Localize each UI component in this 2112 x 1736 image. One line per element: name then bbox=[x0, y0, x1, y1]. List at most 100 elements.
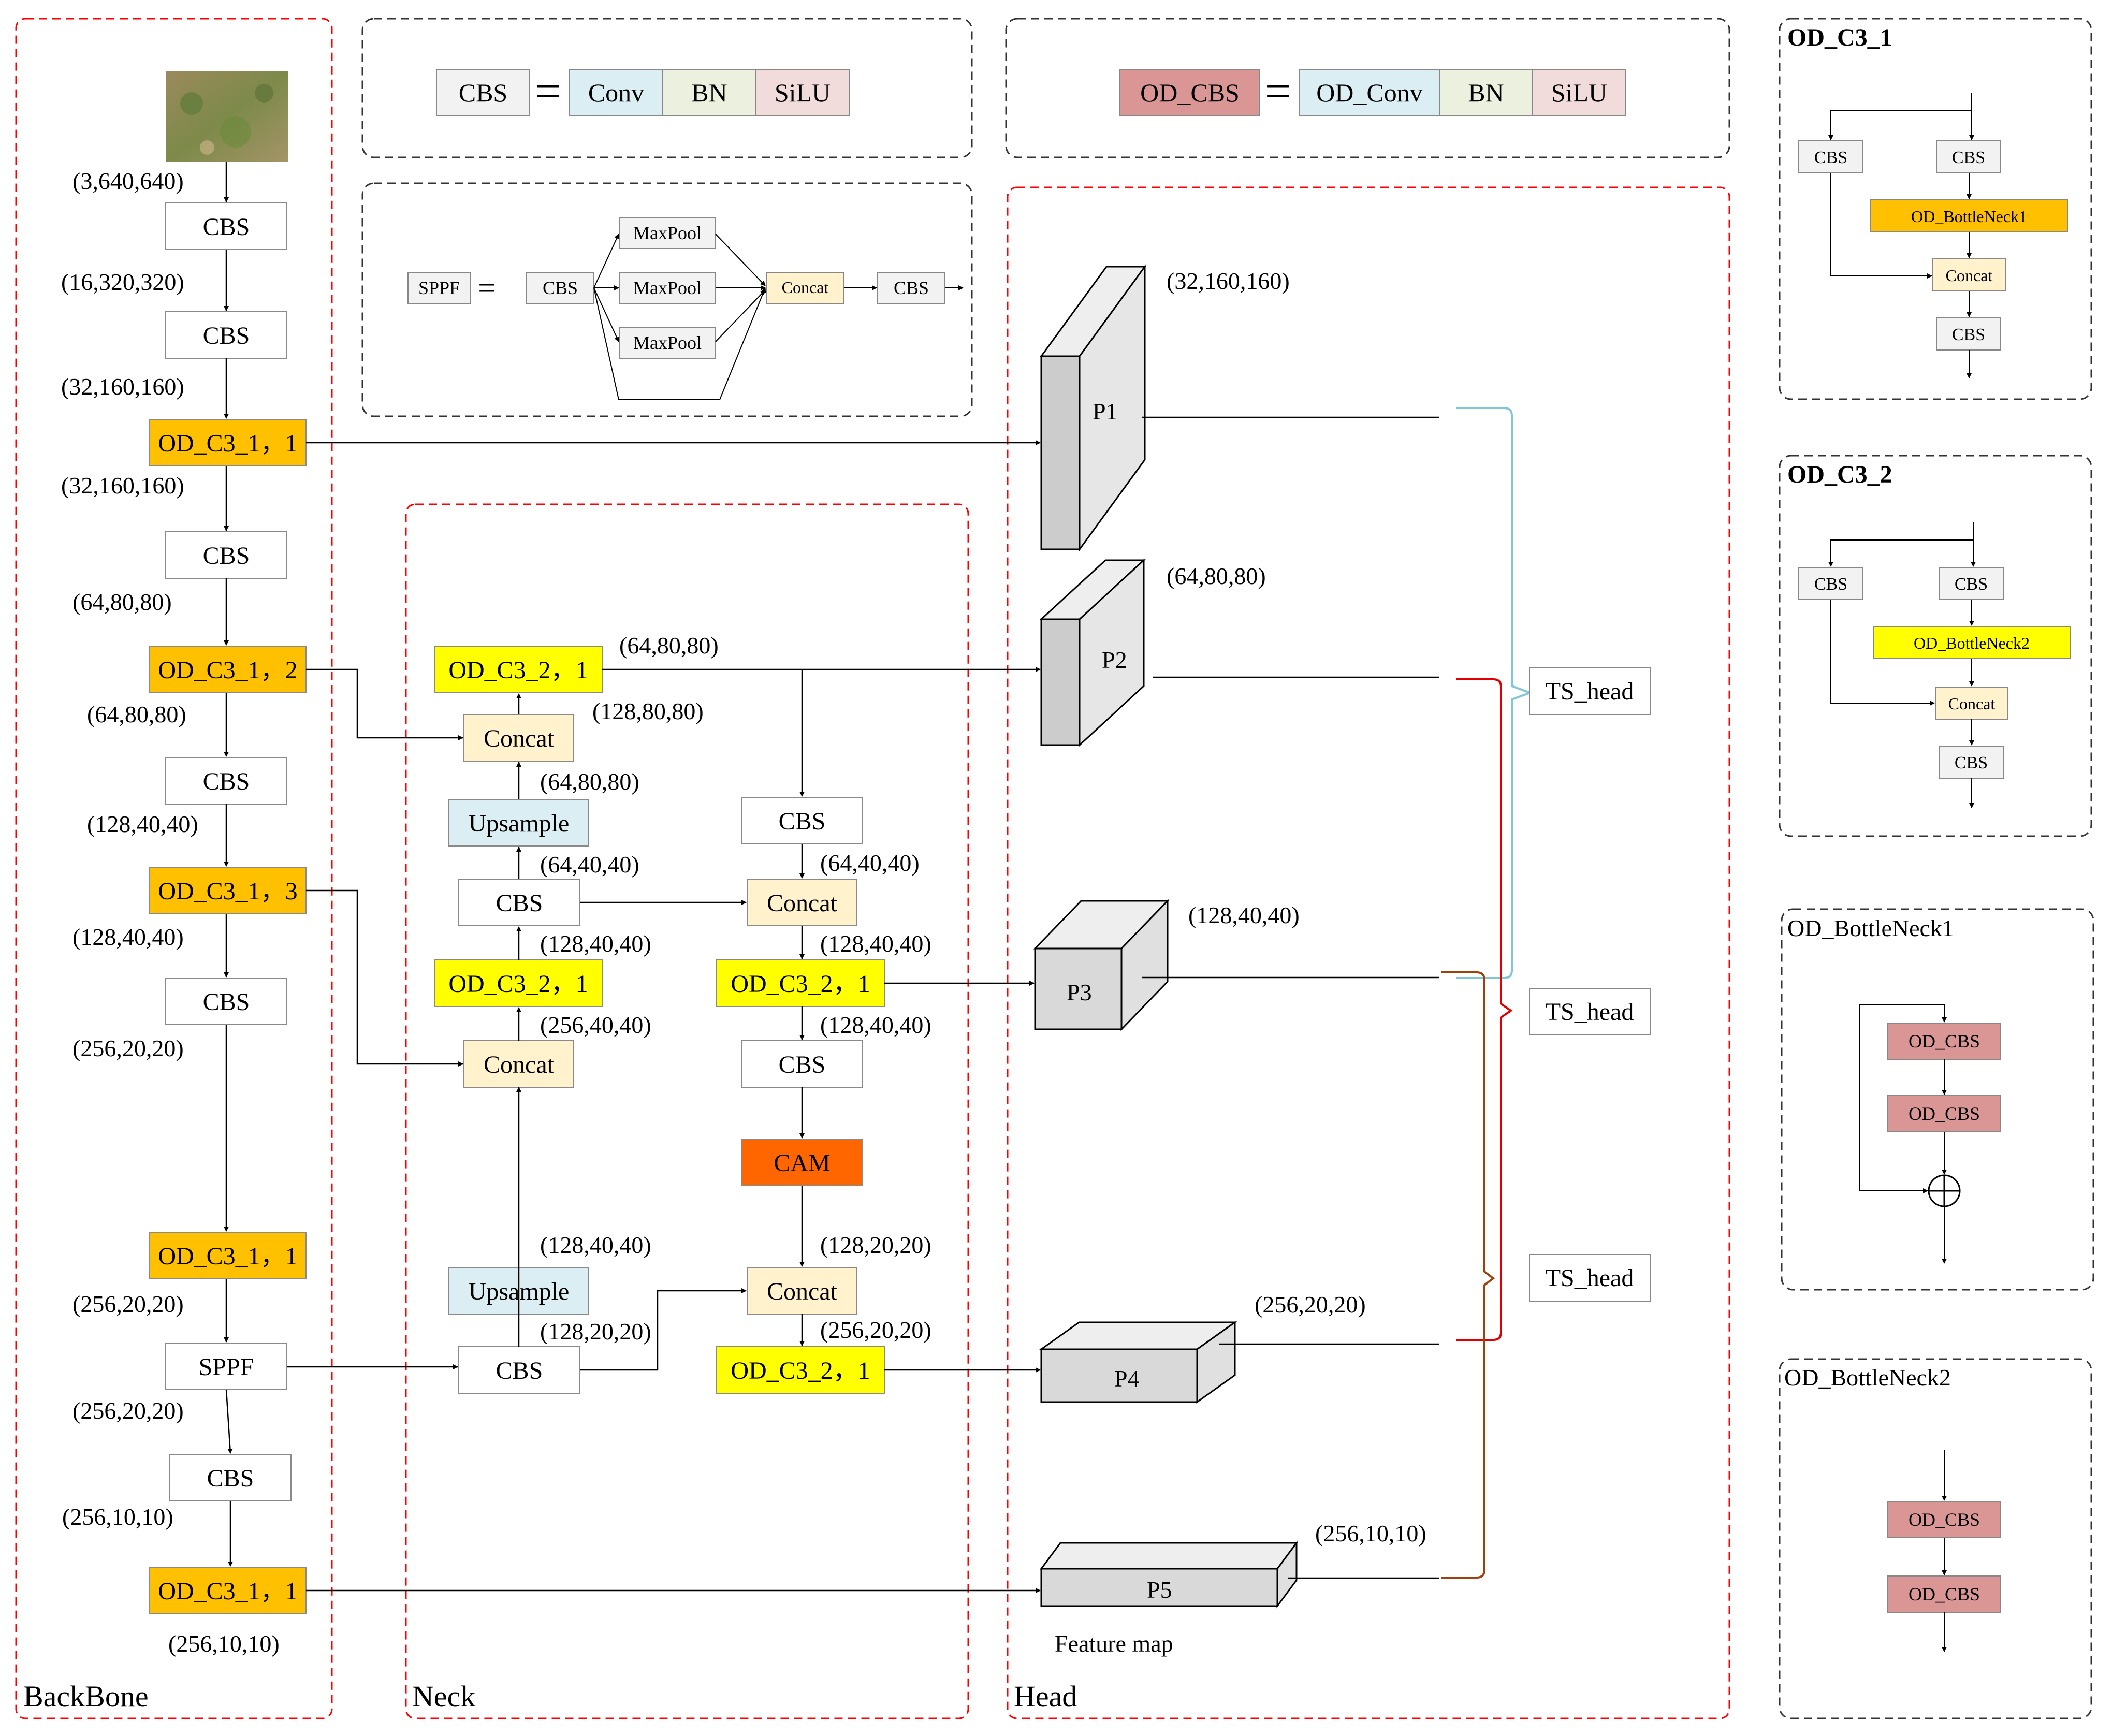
legend-frames bbox=[361, 18, 2094, 1719]
backbone-block-2-label: CBS bbox=[203, 322, 250, 349]
ts-heads: TS_head TS_head TS_head bbox=[1529, 667, 1651, 1302]
backbone-block-11: CBS bbox=[169, 1454, 292, 1501]
sppf-concat: Concat bbox=[782, 278, 829, 297]
feature-p3-label: P3 bbox=[1067, 979, 1092, 1005]
module-od-c3-2: OD_C3_2 CBS CBS OD_BottleNeck2 Concat CB… bbox=[1787, 461, 2071, 808]
flow-lines bbox=[224, 162, 1041, 1593]
brace-brown bbox=[1441, 971, 1495, 1579]
feature-p2-label: P2 bbox=[1102, 647, 1127, 673]
feature-p1 bbox=[1040, 264, 1146, 552]
od-c3-2-cbs-out: CBS bbox=[1955, 753, 1988, 772]
ts-head-2-label: TS_head bbox=[1546, 998, 1634, 1026]
neck-shape-2: (128,80,80) bbox=[592, 698, 704, 724]
backbone-block-10-label: SPPF bbox=[199, 1353, 254, 1381]
od-c3-2-frame bbox=[1779, 455, 2092, 837]
od-c3-1-title: OD_C3_1 bbox=[1787, 24, 1892, 51]
neck-right-block-3-label: OD_C3_2，1 bbox=[731, 970, 870, 998]
backbone-block-3-label: OD_C3_1，1 bbox=[158, 430, 297, 457]
head-braces bbox=[1441, 407, 1533, 1579]
neck-right-block-1-label: CBS bbox=[779, 808, 826, 835]
head-output-lines bbox=[1142, 416, 1439, 1579]
feature-maps: P1 P2 P3 P4 P5 bbox=[1033, 264, 1298, 1609]
od-bottleneck1-odcbs-1: OD_CBS bbox=[1909, 1031, 1980, 1052]
legend-od-cbs-label: OD_CBS bbox=[1140, 78, 1240, 107]
feature-shapes: (32,160,160) (64,80,80) (128,40,40) (256… bbox=[1167, 268, 1426, 1547]
legend-conv-label: Conv bbox=[588, 78, 644, 107]
neck-shape-8: (128,20,20) bbox=[540, 1318, 651, 1345]
neck-shape-4: (64,40,40) bbox=[540, 851, 639, 878]
backbone-shape-5: (64,80,80) bbox=[87, 701, 186, 727]
cbs-legend-frame bbox=[361, 18, 973, 158]
od-c3-2-title: OD_C3_2 bbox=[1787, 461, 1892, 488]
feature-p3 bbox=[1033, 899, 1170, 1031]
neck-left-block-1-label: OD_C3_2，1 bbox=[448, 657, 588, 684]
neck-right-block-4-label: CBS bbox=[779, 1051, 826, 1078]
backbone-frame bbox=[15, 18, 333, 1719]
neck-blocks: OD_C3_2，1ConcatUpsampleCBSOD_C3_2，1Conca… bbox=[434, 646, 885, 1394]
flow-arrow-11 bbox=[225, 1389, 233, 1454]
od-c3-1-cbs-out: CBS bbox=[1952, 325, 1985, 344]
legend-equals-1: = bbox=[535, 66, 561, 117]
feature-p2 bbox=[1039, 558, 1146, 747]
backbone-block-4-label: CBS bbox=[203, 542, 250, 570]
ts-head-2 bbox=[1529, 988, 1651, 1035]
sppf-maxpool-2: MaxPool bbox=[633, 278, 702, 298]
module-od-c3-1: OD_C3_1 CBS CBS OD_BottleNeck1 Concat CB… bbox=[1787, 24, 2068, 378]
neck-left-block-2: Concat bbox=[463, 714, 574, 762]
feature-p3-shape: (128,40,40) bbox=[1188, 902, 1300, 928]
ts-head-3-label: TS_head bbox=[1546, 1264, 1634, 1292]
backbone-blocks: CBSCBSOD_C3_1，1CBSOD_C3_1，2CBSOD_C3_1，3C… bbox=[149, 202, 307, 1614]
head-frame bbox=[1007, 186, 1730, 1719]
neck-shape-10: (128,40,40) bbox=[820, 930, 931, 957]
od-c3-1-cbs-right: CBS bbox=[1952, 148, 1985, 167]
feature-p4-label: P4 bbox=[1114, 1365, 1140, 1392]
backbone-shape-12: (256,10,10) bbox=[168, 1630, 280, 1657]
neck-right-block-6-label: Concat bbox=[767, 1278, 838, 1305]
backbone-block-2: CBS bbox=[165, 311, 287, 359]
sppf-maxpool-1: MaxPool bbox=[633, 223, 702, 243]
od-bottleneck1-odcbs-2: OD_CBS bbox=[1909, 1103, 1980, 1124]
neck-right-block-6: Concat bbox=[747, 1267, 857, 1315]
legend-cbs-label: CBS bbox=[459, 78, 508, 107]
neck-right-block-4: CBS bbox=[741, 1040, 863, 1088]
flow-arrow-16 bbox=[306, 889, 463, 1067]
brace-blue bbox=[1456, 407, 1533, 979]
backbone-block-7-label: OD_C3_1，3 bbox=[158, 878, 297, 905]
backbone-shape-11: (256,10,10) bbox=[62, 1504, 173, 1530]
od-c3-1-frame bbox=[1779, 18, 2092, 400]
backbone-shape-1: (16,320,320) bbox=[61, 269, 184, 295]
feature-p5 bbox=[1040, 1540, 1298, 1609]
backbone-input-shape: (3,640,640) bbox=[72, 168, 184, 194]
neck-shape-11: (128,40,40) bbox=[820, 1012, 931, 1038]
neck-left-block-4-label: CBS bbox=[496, 889, 543, 917]
backbone-block-5-label: OD_C3_1，2 bbox=[158, 657, 297, 684]
feature-p2-shape: (64,80,80) bbox=[1167, 563, 1266, 589]
neck-right-block-5: CAM bbox=[741, 1139, 863, 1186]
feature-p1-label: P1 bbox=[1093, 398, 1118, 425]
backbone-block-8: CBS bbox=[165, 978, 287, 1025]
od-cbs-legend-frame bbox=[1005, 18, 1730, 158]
neck-left-block-3: Upsample bbox=[448, 799, 589, 847]
feature-p4-shape: (256,20,20) bbox=[1255, 1291, 1366, 1318]
backbone-block-4: CBS bbox=[165, 531, 287, 579]
neck-left-block-3-label: Upsample bbox=[469, 810, 570, 837]
od-c3-1-bottleneck: OD_BottleNeck1 bbox=[1911, 207, 2027, 226]
neck-title: Neck bbox=[412, 1680, 475, 1713]
backbone-shape-8: (256,20,20) bbox=[72, 1035, 184, 1061]
backbone-block-10: SPPF bbox=[165, 1343, 287, 1390]
sppf-legend-label: SPPF bbox=[418, 278, 460, 298]
od-c3-2-cbs-left: CBS bbox=[1814, 575, 1847, 594]
feature-p1-shape: (32,160,160) bbox=[1167, 268, 1290, 294]
od-c3-1-concat: Concat bbox=[1946, 266, 1993, 285]
feature-p5-shape: (256,10,10) bbox=[1315, 1520, 1426, 1547]
legend-od-silu-label: SiLU bbox=[1551, 78, 1607, 107]
backbone-title: BackBone bbox=[23, 1680, 149, 1713]
module-od-bottleneck1: OD_BottleNeck1 OD_CBS OD_CBS bbox=[1787, 915, 2001, 1264]
head-title: Head bbox=[1014, 1680, 1077, 1713]
neck-left-block-4: CBS bbox=[458, 879, 580, 926]
od-cbs-legend: OD_CBS = OD_Conv BN SiLU bbox=[1119, 66, 1626, 117]
neck-right-block-3: OD_C3_2，1 bbox=[716, 959, 885, 1007]
neck-left-block-6-label: Concat bbox=[484, 1051, 555, 1078]
neck-shape-5: (128,40,40) bbox=[540, 930, 651, 957]
